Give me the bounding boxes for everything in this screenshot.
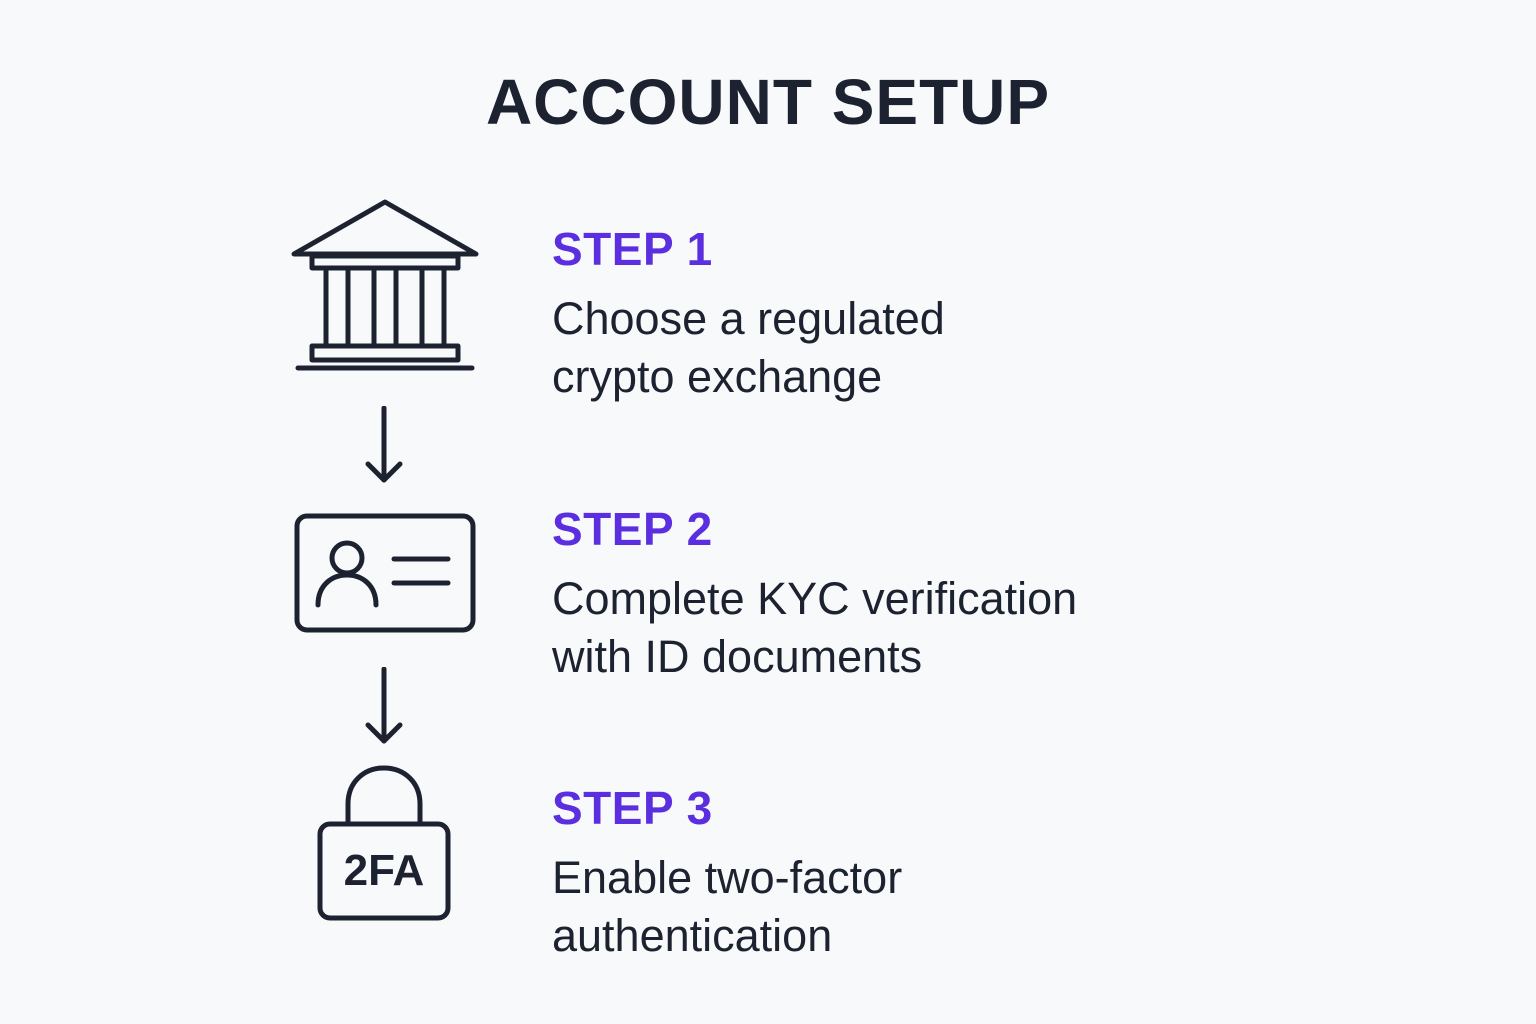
step-1: STEP 1 Choose a regulated crypto exchang… (552, 226, 945, 406)
lock-icon-label: 2FA (343, 846, 425, 895)
step-2-description: Complete KYC verification with ID docume… (552, 573, 1078, 682)
step-1-description: Choose a regulated crypto exchange (552, 293, 945, 402)
page-title: ACCOUNT SETUP (485, 66, 1051, 138)
step-1-label: STEP 1 (552, 223, 713, 275)
step-3-description: Enable two-factor authentication (552, 852, 903, 961)
lock-icon: 2FA (316, 764, 452, 924)
step-3-label: STEP 3 (552, 782, 713, 834)
down-arrow-icon (364, 405, 404, 491)
bank-icon (290, 198, 480, 374)
id-card-icon (294, 513, 476, 633)
down-arrow-icon (364, 666, 404, 752)
step-2: STEP 2 Complete KYC verification with ID… (552, 506, 1077, 686)
step-2-label: STEP 2 (552, 503, 713, 555)
step-3: STEP 3 Enable two-factor authentication (552, 785, 902, 965)
